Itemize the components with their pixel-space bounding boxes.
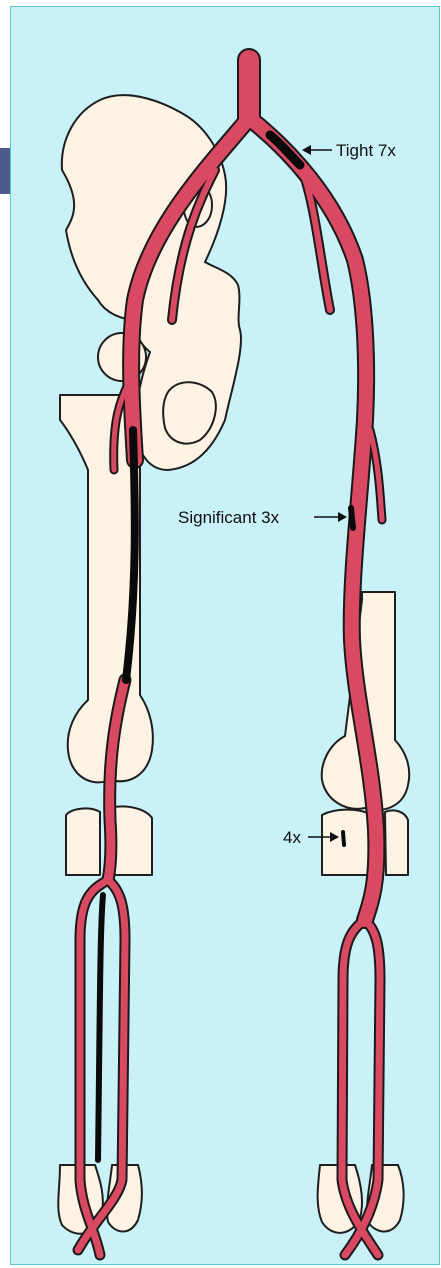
- calf-stenosis-mark: [343, 832, 344, 845]
- tight-label: Tight 7x: [336, 141, 396, 160]
- significant-label: Significant 3x: [178, 508, 280, 527]
- significant-stenosis-mark: [351, 508, 353, 528]
- calf-label: 4x: [283, 828, 301, 847]
- annotation-tight: Tight 7x: [302, 141, 396, 160]
- annotation-significant: Significant 3x: [178, 508, 347, 527]
- tibial-occlusion: [98, 895, 103, 1160]
